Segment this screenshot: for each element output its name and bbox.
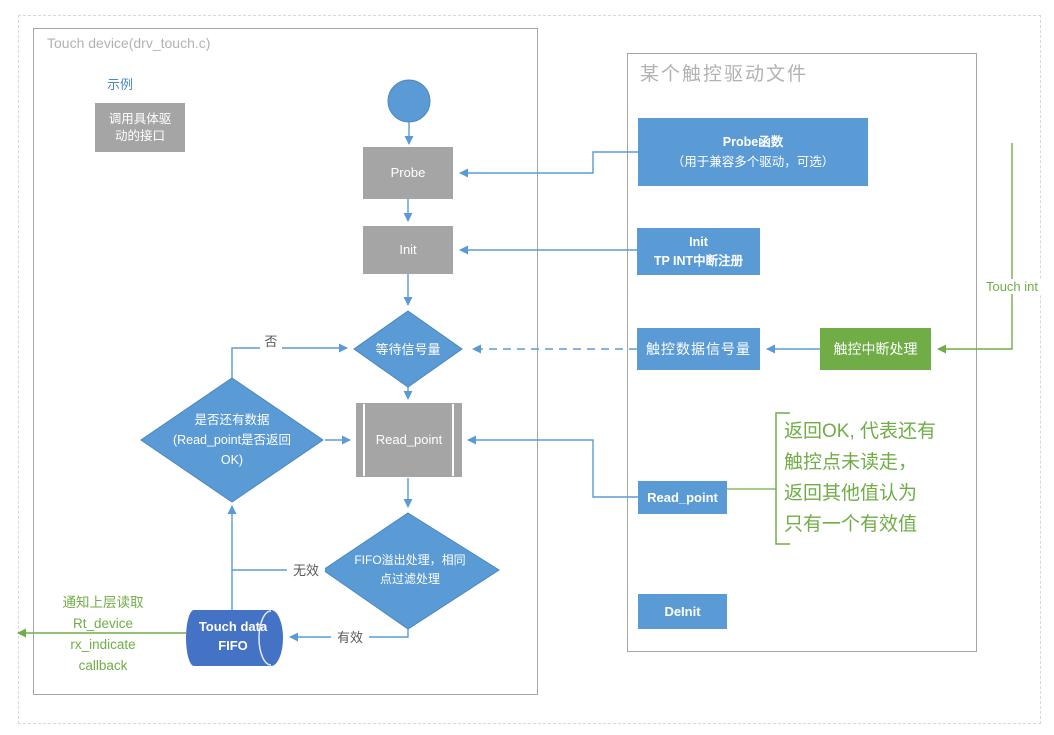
node-has-data-label: 是否还有数据 (Read_point是否返回 OK) <box>147 408 317 472</box>
edge-label-invalid: 无效 <box>287 560 325 579</box>
predefined-process-right-line <box>452 404 454 476</box>
has-data-line-2: (Read_point是否返回 <box>172 433 292 447</box>
node-read-point-label: Read_point <box>375 432 443 448</box>
probe-fn-line-1: Probe函数 <box>722 135 784 149</box>
touch-fifo-line-1: Touch data <box>198 619 268 634</box>
example-label: 示例 <box>106 77 133 92</box>
node-init: Init <box>363 226 453 274</box>
wait-semaphore-text: 等待信号量 <box>375 341 441 357</box>
read-point-fn-label: Read_point <box>647 489 718 505</box>
has-data-line-1: 是否还有数据 <box>194 413 270 427</box>
fifo-filter-line-1: FIFO溢出处理，相同 <box>354 553 466 567</box>
touch-fifo-line-2: FIFO <box>218 637 248 653</box>
node-read-point-fn: Read_point <box>638 481 727 514</box>
edge-readpointfn-to-readpoint <box>467 435 638 498</box>
init-fn-line-2: TP INT中断注册 <box>653 253 744 268</box>
node-fifo-filter-label: FIFO溢出处理，相同 点过滤处理 <box>335 550 485 590</box>
edge-hasdata-no-to-waitsem <box>231 343 348 378</box>
touch-data-fifo-cylinder <box>186 610 283 666</box>
legend-line-1: 调用具体驱 <box>108 111 172 126</box>
edge-probefn-to-probe <box>459 151 638 178</box>
init-fn-line-1: Init <box>689 234 708 249</box>
fifo-filter-line-2: 点过滤处理 <box>379 572 440 586</box>
read-point-note-line-3: 返回其他值认为 <box>784 483 918 504</box>
node-touch-fifo-label: Touch data FIFO <box>190 618 276 656</box>
probe-fn-line-2: （用于兼容多个驱动，可选） <box>671 155 835 169</box>
legend-box: 调用具体驱 动的接口 <box>95 103 185 152</box>
touch-device-container-title: Touch device(drv_touch.c) <box>47 35 211 51</box>
predefined-process-left-line <box>363 404 365 476</box>
callback-note-line-2: Rt_device <box>72 616 134 631</box>
node-init-label: Init <box>399 242 417 258</box>
node-read-point: Read_point <box>356 403 462 477</box>
node-probe-fn: Probe函数 （用于兼容多个驱动，可选） <box>638 118 868 186</box>
touch-int-label: Touch int <box>982 279 1042 294</box>
node-deinit: DeInit <box>638 594 727 629</box>
node-semaphore: 触控数据信号量 <box>637 328 760 370</box>
read-point-note: 返回OK, 代表还有 触控点未读走， 返回其他值认为 只有一个有效值 <box>784 416 956 540</box>
edge-fifofilter-valid-to-fifo <box>289 629 409 642</box>
read-point-note-line-1: 返回OK, 代表还有 <box>784 421 937 442</box>
node-probe: Probe <box>363 147 453 199</box>
driver-file-container-title: 某个触控驱动文件 <box>640 64 809 85</box>
read-point-note-line-2: 触控点未读走， <box>784 452 918 473</box>
edge-label-no: 否 <box>260 331 282 350</box>
callback-note-line-3: rx_indicate <box>70 637 136 652</box>
touch-device-container <box>33 28 538 695</box>
callback-note-line-4: callback <box>78 658 128 673</box>
start-terminator <box>387 79 431 123</box>
edge-touchint-to-irq <box>937 143 1013 354</box>
page-dashed-border <box>18 15 1041 724</box>
semaphore-label: 触控数据信号量 <box>646 340 751 357</box>
callback-note: 通知上层读取 Rt_device rx_indicate callback <box>40 592 166 676</box>
node-init-fn: Init TP INT中断注册 <box>637 228 760 275</box>
cylinder-lid-arc <box>258 610 272 666</box>
note-bracket <box>775 412 790 545</box>
has-data-decision <box>140 377 324 503</box>
legend-line-2: 动的接口 <box>114 128 165 143</box>
deinit-label: DeInit <box>664 603 701 619</box>
read-point-note-line-4: 只有一个有效值 <box>784 514 918 535</box>
node-irq-handler: 触控中断处理 <box>820 328 931 370</box>
node-probe-label: Probe <box>390 165 426 181</box>
callback-note-line-1: 通知上层读取 <box>62 595 144 610</box>
edge-label-valid: 有效 <box>331 627 369 646</box>
has-data-line-3: OK) <box>220 453 244 467</box>
node-wait-semaphore-label: 等待信号量 <box>358 334 458 362</box>
irq-handler-label: 触控中断处理 <box>833 340 918 357</box>
driver-file-container <box>627 53 977 652</box>
